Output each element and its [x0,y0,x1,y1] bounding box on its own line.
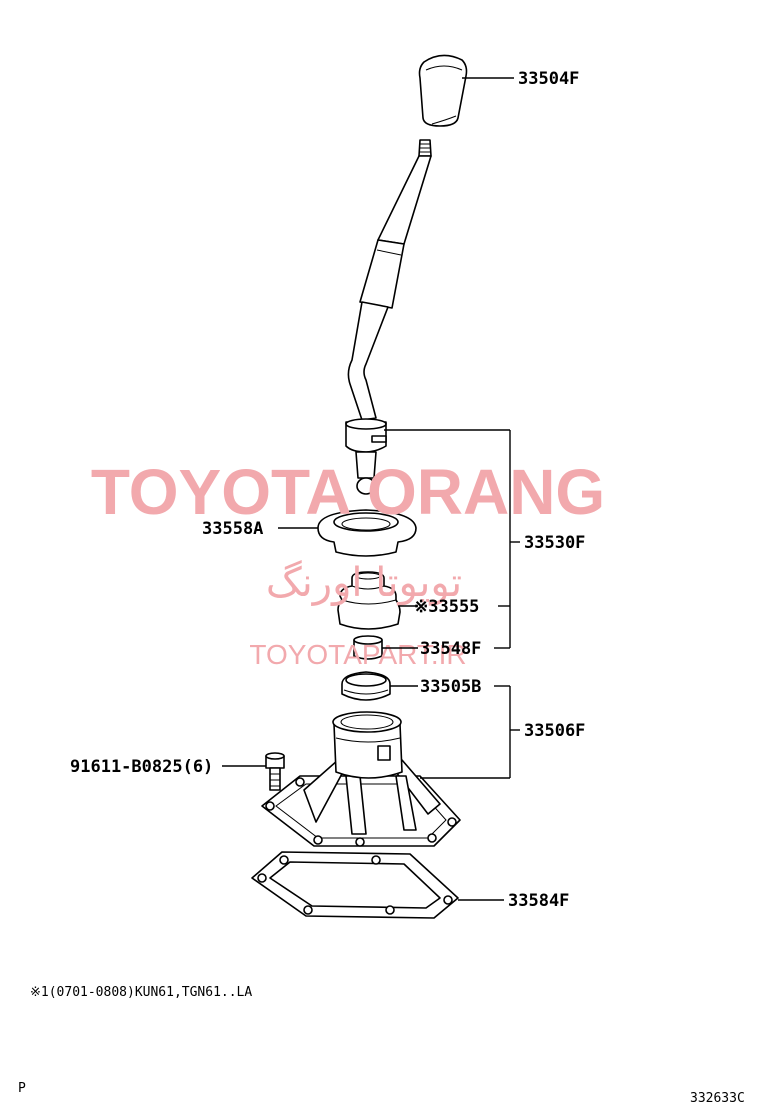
shift-lever [345,139,432,495]
bolt [265,752,285,791]
label-33504F: 33504F [518,69,579,89]
shift-knob [418,54,468,127]
label-33530F: 33530F [524,533,585,553]
corner-mark: P [18,1081,26,1096]
label-91611-B0825: 91611-B0825(6) [70,757,213,777]
label-33505B: 33505B [420,677,481,697]
footnote: ※1(0701-0808)KUN61,TGN61..LA [30,985,252,1000]
label-33584F: 33584F [508,891,569,911]
bushing [353,635,383,660]
label-33506F: 33506F [524,721,585,741]
dust-boot [337,571,401,630]
label-33555: ※33555 [414,597,479,617]
watermark-site: TOYOTAPART.IR [249,639,466,670]
leader-lines [222,77,520,901]
illustration-code: 332633C [690,1091,745,1106]
watermark-main: TOYOTA ORANG [91,456,605,528]
label-33548F: 33548F [420,639,481,659]
lever-housing [261,711,461,847]
label-33558A: 33558A [202,519,263,539]
watermark-persian: تویوتا اورنگ [266,560,462,606]
gasket [251,851,459,919]
retainer-ring [317,509,417,557]
lever-seat [341,671,391,701]
